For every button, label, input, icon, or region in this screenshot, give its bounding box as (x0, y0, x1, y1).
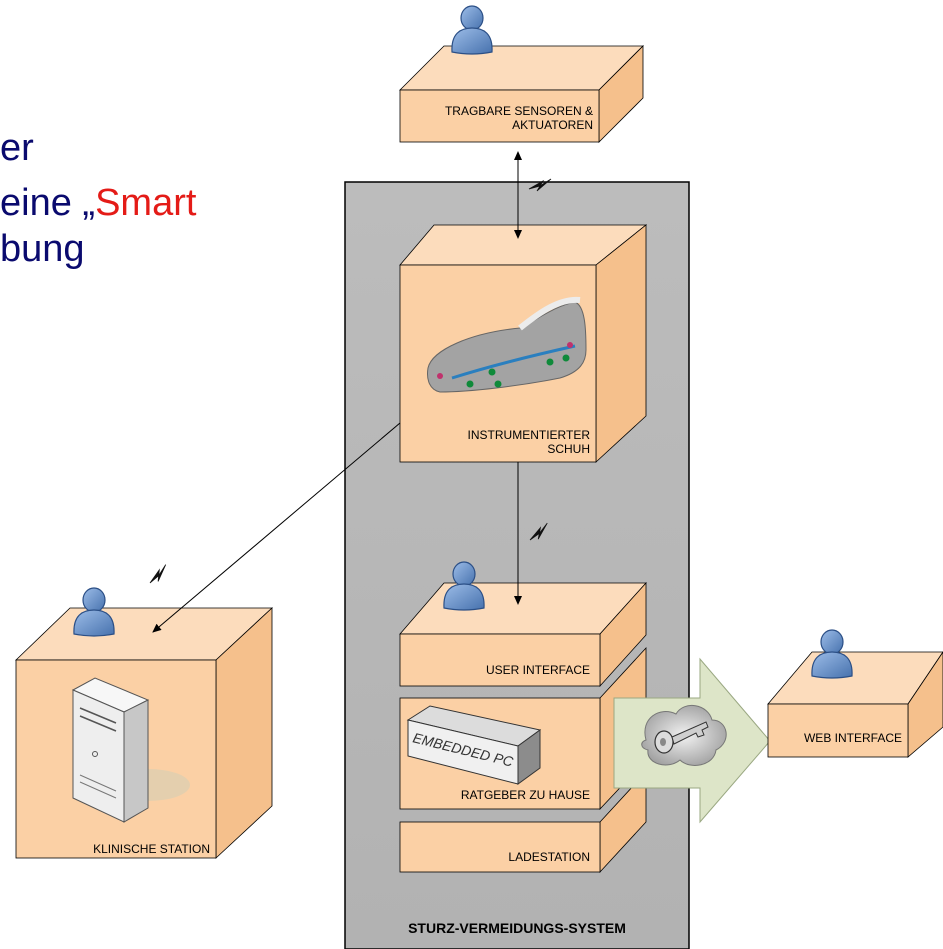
embedded-pc-icon (406, 705, 542, 785)
shoe-label: INSTRUMENTIERTER SCHUH (467, 428, 590, 456)
wearable-box (399, 45, 644, 143)
person-icon (451, 5, 493, 55)
heading-line-1: er (0, 127, 34, 169)
web-box (767, 651, 943, 758)
heading-line-2: eine „Smart (0, 182, 197, 224)
server-icon (71, 677, 190, 823)
shoe-clinical-link (152, 422, 401, 633)
web-label: WEB INTERFACE (803, 731, 902, 745)
wearable-label: TRAGBARE SENSOREN & AKTUATOREN (444, 104, 593, 132)
heading-line-3: bung (0, 228, 85, 270)
clinical-label: KLINISCHE STATION (93, 842, 210, 856)
charging-label: LADESTATION (508, 850, 590, 864)
home-advisor-label: RATGEBER ZU HAUSE (460, 788, 590, 802)
system-title: STURZ-VERMEIDUNGS-SYSTEM (408, 920, 626, 936)
heading-highlight: Smart (95, 182, 197, 224)
shoe-icon (427, 296, 587, 393)
key-icon (654, 721, 709, 754)
user-interface-label: USER INTERFACE (485, 663, 590, 677)
lightning-icon (145, 564, 172, 586)
